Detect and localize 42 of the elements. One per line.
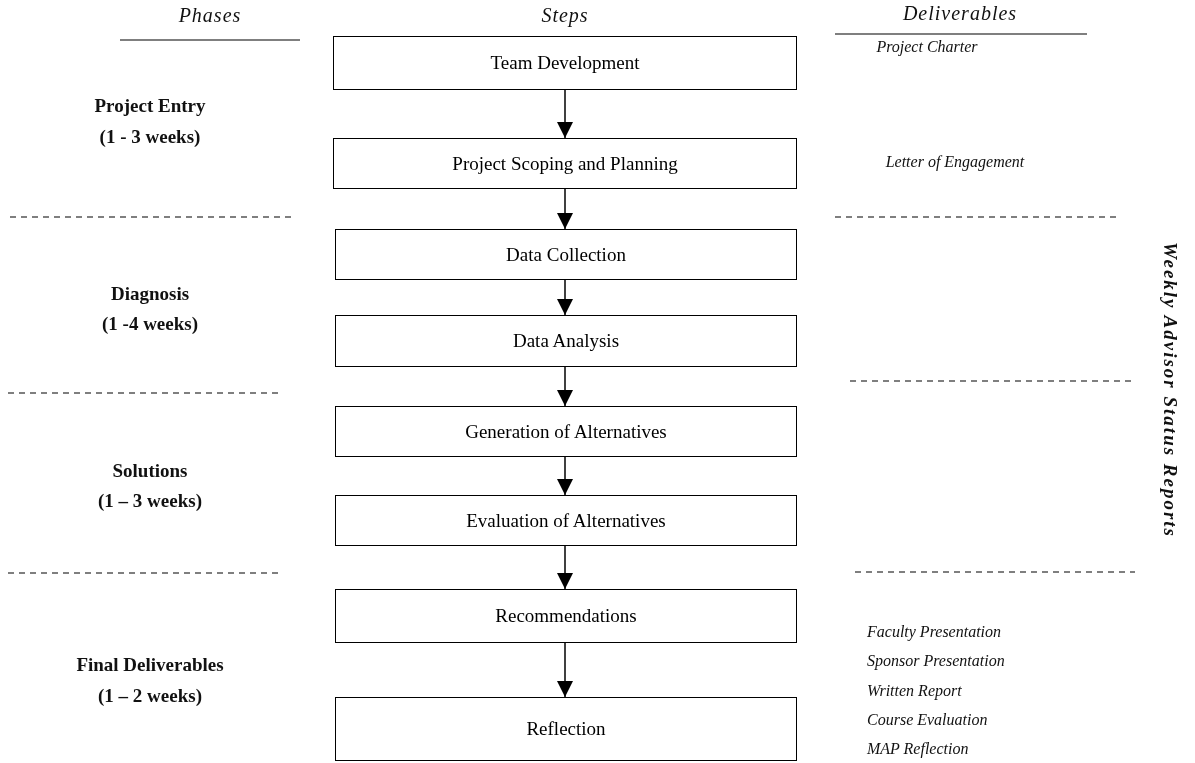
deliverable: Course Evaluation <box>867 711 988 729</box>
process-box <box>335 589 797 643</box>
column-header: Deliverables <box>902 2 1018 25</box>
phase-duration: (1 – 3 weeks) <box>98 490 202 512</box>
phase-duration: (1 -4 weeks) <box>102 313 198 335</box>
step-label: Evaluation of Alternatives <box>466 509 666 532</box>
phase-name: Diagnosis <box>110 283 190 305</box>
process-box <box>335 229 797 280</box>
arrow <box>557 188 573 230</box>
step-label: Recommendations <box>495 605 637 627</box>
deliverable: Letter of Engagement <box>885 153 1025 171</box>
step-label: Data Analysis <box>512 330 620 352</box>
step-label: Team Development <box>490 52 640 74</box>
arrow <box>557 456 573 496</box>
step-label: Project Scoping and Planning <box>452 152 678 175</box>
column-header: Steps <box>541 4 589 27</box>
phase-duration: (1 - 3 weeks) <box>99 126 201 148</box>
deliverable: Written Report <box>867 682 962 700</box>
deliverable: Faculty Presentation <box>867 623 1002 641</box>
column-header: Phases <box>178 4 242 27</box>
arrow <box>557 366 573 407</box>
arrow <box>557 89 573 139</box>
side-note: Weekly Advisor Status Reports <box>1159 242 1181 538</box>
arrow <box>557 279 573 316</box>
step-label: Generation of Alternatives <box>465 420 667 443</box>
process-box <box>335 495 797 546</box>
phase-name: Project Entry <box>94 95 206 117</box>
process-box <box>333 36 797 90</box>
process-box <box>333 138 797 189</box>
arrow <box>557 642 573 698</box>
deliverable: Project Charter <box>876 38 978 56</box>
phase-name: Final Deliverables <box>76 654 224 676</box>
process-box <box>335 315 797 367</box>
process-box <box>335 697 797 761</box>
arrow <box>557 545 573 590</box>
deliverable: Sponsor Presentation <box>867 652 1005 670</box>
step-label: Data Collection <box>506 243 626 266</box>
process-box <box>335 406 797 457</box>
step-label: Reflection <box>526 718 606 740</box>
deliverable: MAP Reflection <box>867 740 969 758</box>
phase-name: Solutions <box>112 460 188 482</box>
phase-duration: (1 – 2 weeks) <box>98 685 202 707</box>
